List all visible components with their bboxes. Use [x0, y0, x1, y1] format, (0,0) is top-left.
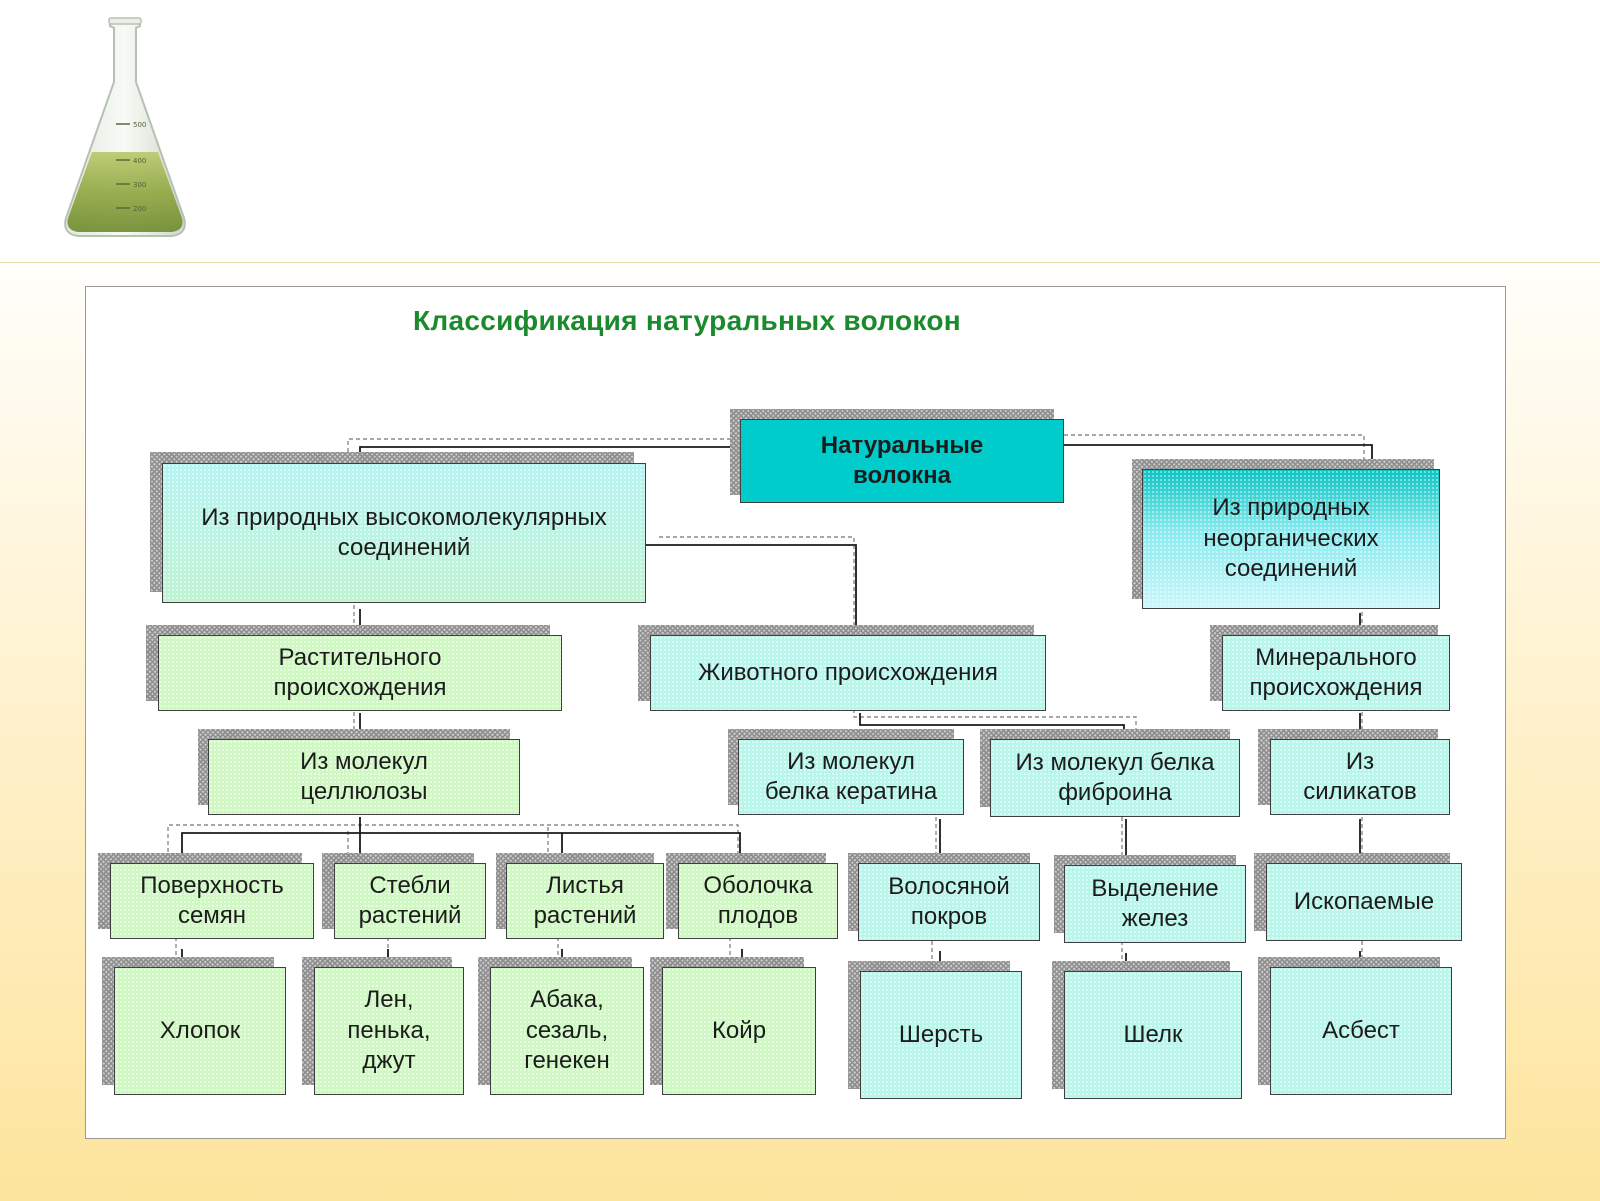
node-hair-cover: Волосяной покров [858, 863, 1040, 941]
classification-diagram: Классификация натуральных волокон [85, 286, 1506, 1139]
erlenmeyer-flask-icon: 500 400 300 200 [64, 17, 186, 237]
node-cellulose-molecules: Из молекул целлюлозы [208, 739, 520, 815]
node-keratin-molecules: Из молекул белка кератина [738, 739, 964, 815]
node-fibroin-molecules: Из молекул белка фиброина [990, 739, 1240, 817]
node-wool: Шерсть [860, 971, 1022, 1099]
node-fossil: Ископаемые [1266, 863, 1462, 941]
flask-mark-200: 200 [133, 205, 146, 213]
node-plant-origin: Растительного происхождения [158, 635, 562, 711]
node-high-molecular-compounds: Из природных высокомолекулярных соединен… [162, 463, 646, 603]
flask-mark-500: 500 [133, 121, 146, 129]
node-cotton: Хлопок [114, 967, 286, 1095]
node-abaca-sisal-henequen: Абака, сезаль, генекен [490, 967, 644, 1095]
node-coir: Койр [662, 967, 816, 1095]
node-animal-origin: Животного происхождения [650, 635, 1046, 711]
node-silicates: Из силикатов [1270, 739, 1450, 815]
node-plant-stems: Стебли растений [334, 863, 486, 939]
node-fruit-shell: Оболочка плодов [678, 863, 838, 939]
node-mineral-origin: Минерального происхождения [1222, 635, 1450, 711]
node-silk: Шелк [1064, 971, 1242, 1099]
root-node-natural-fibers: Натуральные волокна [740, 419, 1064, 503]
node-flax-hemp-jute: Лен, пенька, джут [314, 967, 464, 1095]
node-seed-surface: Поверхность семян [110, 863, 314, 939]
node-asbestos: Асбест [1270, 967, 1452, 1095]
flask-mark-300: 300 [133, 181, 146, 189]
diagram-title: Классификация натуральных волокон [413, 305, 961, 336]
node-plant-leaves: Листья растений [506, 863, 664, 939]
node-gland-secretion: Выделение желез [1064, 865, 1246, 943]
flask-mark-400: 400 [133, 157, 146, 165]
node-inorganic-compounds: Из природных неорганических соединений [1142, 469, 1440, 609]
